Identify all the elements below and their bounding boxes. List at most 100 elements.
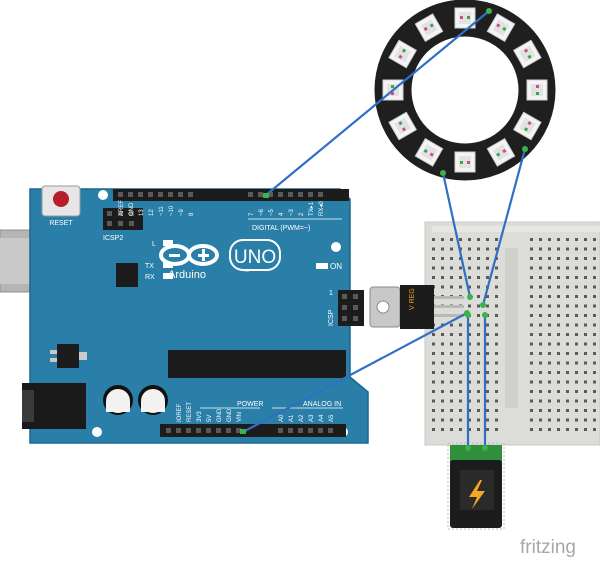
breadboard-hole [584, 285, 587, 289]
breadboard-hole [486, 238, 489, 241]
breadboard-hole [557, 285, 560, 289]
breadboard-hole [432, 371, 435, 374]
breadboard-hole [584, 276, 587, 279]
breadboard-hole [539, 352, 542, 355]
arduino-logo-text: Arduino [168, 269, 206, 281]
breadboard-hole [548, 418, 551, 422]
breadboard-hole [530, 380, 533, 384]
breadboard-hole [566, 371, 569, 374]
breadboard-hole [593, 380, 596, 384]
breadboard-hole [468, 257, 471, 260]
digital-pin-label: 13 [139, 209, 145, 216]
breadboard-hole [557, 304, 560, 308]
breadboard-hole [548, 380, 551, 384]
breadboard-hole [575, 238, 578, 241]
breadboard-hole [477, 409, 480, 412]
breadboard-hole [495, 371, 498, 374]
breadboard-hole [548, 323, 551, 327]
breadboard-hole [477, 304, 480, 308]
breadboard-hole [593, 399, 596, 403]
digital-pin-label: ~9 [179, 208, 185, 216]
breadboard-hole [459, 371, 462, 374]
header-pin [236, 428, 241, 433]
breadboard-hole [557, 257, 560, 260]
header-pin [168, 192, 173, 197]
breadboard-hole [432, 333, 435, 336]
header-pin [298, 192, 303, 197]
breadboard-hole [441, 418, 444, 422]
breadboard-hole [459, 361, 462, 365]
wire-ring-ground [481, 147, 527, 307]
breadboard-hole [468, 409, 471, 412]
breadboard-hole [575, 428, 578, 431]
power-pin-label: IOREF [177, 403, 183, 422]
breadboard-hole [530, 238, 533, 241]
breadboard-hole [468, 323, 471, 327]
breadboard-hole [459, 333, 462, 336]
digital-pin-label: RX◂0 [319, 201, 325, 216]
neopixel-led [454, 151, 476, 173]
breadboard-hole [441, 399, 444, 403]
breadboard-hole [530, 314, 533, 317]
breadboard-hole [495, 418, 498, 422]
breadboard-hole [548, 361, 551, 365]
breadboard-hole [566, 285, 569, 289]
header-pin [128, 192, 133, 197]
breadboard-hole [584, 333, 587, 336]
neopixel-led [388, 111, 417, 141]
breadboard-hole [593, 276, 596, 279]
breadboard-hole [450, 371, 453, 374]
breadboard-hole [468, 266, 471, 270]
breadboard-hole [495, 409, 498, 412]
power-pin-label: RESET [187, 402, 193, 422]
wire-arduino-gnd [241, 311, 469, 434]
breadboard-hole [450, 352, 453, 355]
breadboard-hole [557, 371, 560, 374]
breadboard-hole [459, 323, 462, 327]
breadboard-hole [495, 285, 498, 289]
led-tx-label: TX [145, 263, 154, 270]
icsp2-label: ICSP2 [103, 235, 123, 242]
breadboard-hole [486, 276, 489, 279]
breadboard-hole [575, 399, 578, 403]
breadboard-hole [530, 257, 533, 260]
breadboard-hole [530, 323, 533, 327]
analog-pin-label: A5 [329, 414, 335, 422]
header-pin [148, 192, 153, 197]
breadboard-hole [477, 371, 480, 374]
led-rx [163, 273, 173, 279]
breadboard-hole [593, 409, 596, 412]
breadboard-hole [575, 266, 578, 270]
breadboard-hole [566, 257, 569, 260]
breadboard-hole [468, 247, 471, 251]
breadboard-hole [548, 257, 551, 260]
breadboard-hole [450, 409, 453, 412]
breadboard-hole [450, 247, 453, 251]
breadboard-holes [432, 238, 596, 431]
breadboard-hole [468, 371, 471, 374]
breadboard-hole [557, 266, 560, 270]
breadboard-hole [566, 342, 569, 346]
breadboard-hole [539, 266, 542, 270]
breadboard-hole [468, 276, 471, 279]
breadboard-hole [539, 371, 542, 374]
breadboard-hole [584, 238, 587, 241]
breadboard-hole [566, 238, 569, 241]
breadboard-hole [441, 276, 444, 279]
breadboard-hole [548, 399, 551, 403]
breadboard-hole [477, 380, 480, 384]
breadboard-hole [539, 361, 542, 365]
breadboard-hole [566, 380, 569, 384]
breadboard-hole [584, 418, 587, 422]
header-pin [186, 428, 191, 433]
breadboard-hole [450, 380, 453, 384]
breadboard-hole [486, 371, 489, 374]
breadboard-hole [441, 238, 444, 241]
breadboard-hole [593, 428, 596, 431]
power-pin-label: GND [217, 408, 223, 422]
led-rx-label: RX [145, 274, 155, 281]
breadboard-hole [584, 247, 587, 251]
breadboard-hole [530, 418, 533, 422]
breadboard-hole [432, 247, 435, 251]
